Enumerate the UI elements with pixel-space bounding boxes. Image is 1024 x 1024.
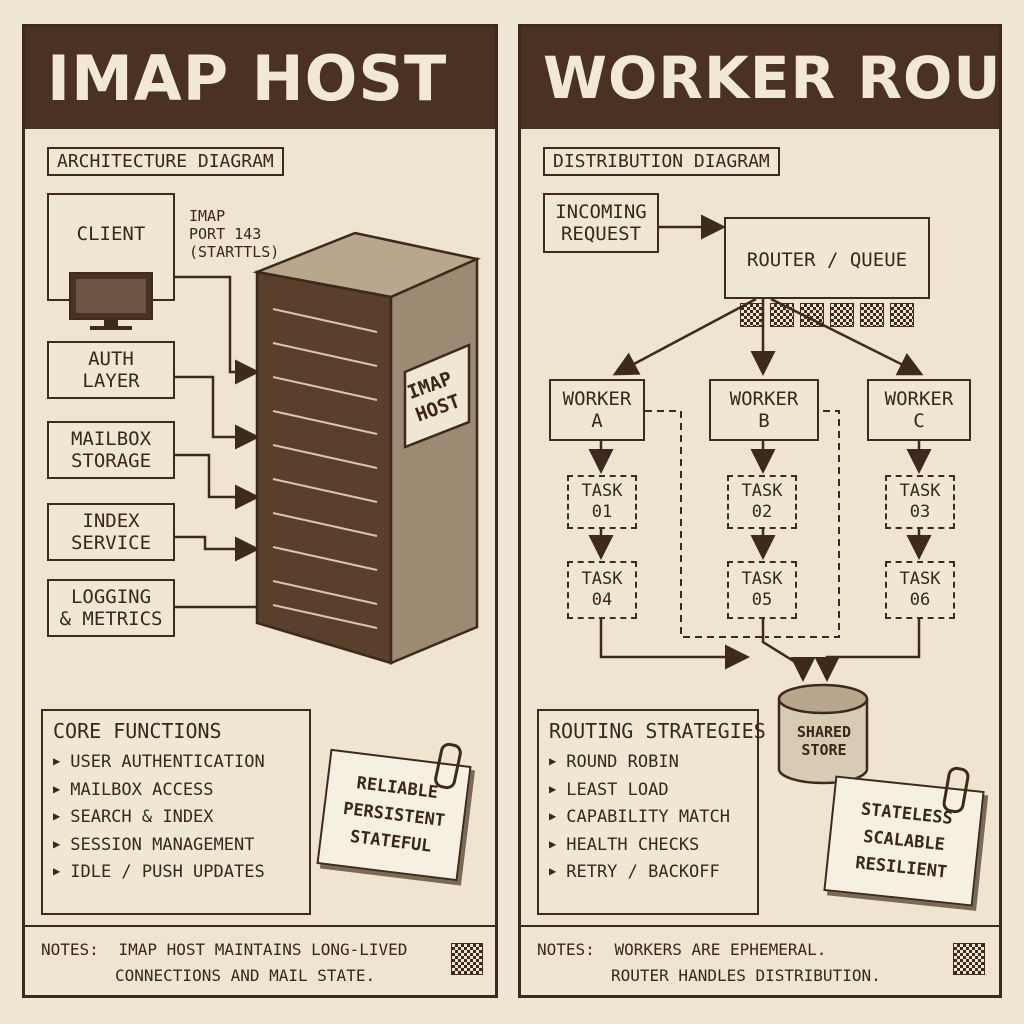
- worker-routing-panel: WORKER ROUTING DISTRIBUTION DIAGRAM: [518, 24, 1002, 998]
- queue-slots: [726, 303, 928, 327]
- core-function-item: SESSION MANAGEMENT: [53, 832, 299, 860]
- auth-layer-box: AUTH LAYER: [47, 341, 175, 399]
- notes-divider: [521, 925, 999, 927]
- strategy-item: ROUND ROBIN: [549, 749, 747, 777]
- imap-host-panel: IMAP HOST ARCHITECTURE DIAGRAM: [22, 24, 498, 998]
- checker-stamp-icon: [451, 943, 483, 975]
- strategy-item: CAPABILITY MATCH: [549, 804, 747, 832]
- router-queue-label: ROUTER / QUEUE: [746, 249, 908, 271]
- strategy-item: LEAST LOAD: [549, 777, 747, 805]
- index-service-box: INDEX SERVICE: [47, 503, 175, 561]
- notes-line: ROUTER HANDLES DISTRIBUTION.: [611, 966, 881, 985]
- routing-strategies-title: ROUTING STRATEGIES: [549, 719, 766, 743]
- notes-line: IMAP HOST MAINTAINS LONG-LIVED: [118, 940, 408, 959]
- notes-divider: [25, 925, 495, 927]
- queue-slot-icon: [830, 303, 854, 327]
- shared-store-label: SHARED STORE: [796, 723, 852, 759]
- logging-metrics-box: LOGGING & METRICS: [47, 579, 175, 637]
- task-04-box: TASK 04: [567, 561, 637, 619]
- queue-slot-icon: [890, 303, 914, 327]
- routing-strategies-list: ROUND ROBIN LEAST LOAD CAPABILITY MATCH …: [549, 749, 747, 887]
- imap-host-banner: IMAP HOST: [25, 27, 495, 129]
- core-functions-title: CORE FUNCTIONS: [53, 719, 222, 743]
- architecture-diagram-tag: ARCHITECTURE DIAGRAM: [47, 147, 284, 176]
- strategy-item: HEALTH CHECKS: [549, 832, 747, 860]
- routing-strategies-box: ROUTING STRATEGIES ROUND ROBIN LEAST LOA…: [537, 709, 766, 915]
- strategy-item: RETRY / BACKOFF: [549, 859, 747, 887]
- core-functions-list: USER AUTHENTICATION MAILBOX ACCESS SEARC…: [53, 749, 299, 887]
- worker-routing-banner: WORKER ROUTING: [521, 27, 999, 129]
- core-functions-box: CORE FUNCTIONS USER AUTHENTICATION MAILB…: [41, 709, 311, 915]
- router-queue-box: ROUTER / QUEUE: [724, 217, 930, 327]
- incoming-request-box: INCOMING REQUEST: [543, 193, 659, 253]
- core-function-item: IDLE / PUSH UPDATES: [53, 859, 299, 887]
- shared-store-cylinder: [777, 683, 869, 785]
- notes-line: CONNECTIONS AND MAIL STATE.: [115, 966, 376, 985]
- imap-notes: NOTES: IMAP HOST MAINTAINS LONG-LIVED CO…: [41, 937, 407, 989]
- core-function-item: SEARCH & INDEX: [53, 804, 299, 832]
- notes-label: NOTES:: [537, 940, 595, 959]
- notes-label: NOTES:: [41, 940, 99, 959]
- routing-wires: [588, 214, 932, 785]
- imap-wires: [175, 231, 482, 665]
- worker-a-box: WORKER A: [549, 379, 645, 441]
- worker-c-box: WORKER C: [867, 379, 971, 441]
- task-02-box: TASK 02: [727, 475, 797, 529]
- core-function-item: MAILBOX ACCESS: [53, 777, 299, 805]
- task-01-box: TASK 01: [567, 475, 637, 529]
- server-cabinet: [252, 231, 482, 665]
- distribution-diagram-tag: DISTRIBUTION DIAGRAM: [543, 147, 780, 176]
- client-label: CLIENT: [76, 223, 146, 245]
- core-function-item: USER AUTHENTICATION: [53, 749, 299, 777]
- mailbox-storage-box: MAILBOX STORAGE: [47, 421, 175, 479]
- queue-slot-icon: [740, 303, 764, 327]
- queue-slot-icon: [800, 303, 824, 327]
- worker-b-box: WORKER B: [709, 379, 819, 441]
- task-03-box: TASK 03: [885, 475, 955, 529]
- task-06-box: TASK 06: [885, 561, 955, 619]
- client-box: CLIENT: [47, 193, 175, 330]
- task-05-box: TASK 05: [727, 561, 797, 619]
- monitor-icon: [69, 272, 153, 330]
- queue-slot-icon: [770, 303, 794, 327]
- routing-notes: NOTES: WORKERS ARE EPHEMERAL. ROUTER HAN…: [537, 937, 881, 989]
- notes-line: WORKERS ARE EPHEMERAL.: [614, 940, 827, 959]
- queue-slot-icon: [860, 303, 884, 327]
- imap-port-label: IMAP PORT 143 (STARTTLS): [189, 207, 280, 261]
- checker-stamp-icon: [953, 943, 985, 975]
